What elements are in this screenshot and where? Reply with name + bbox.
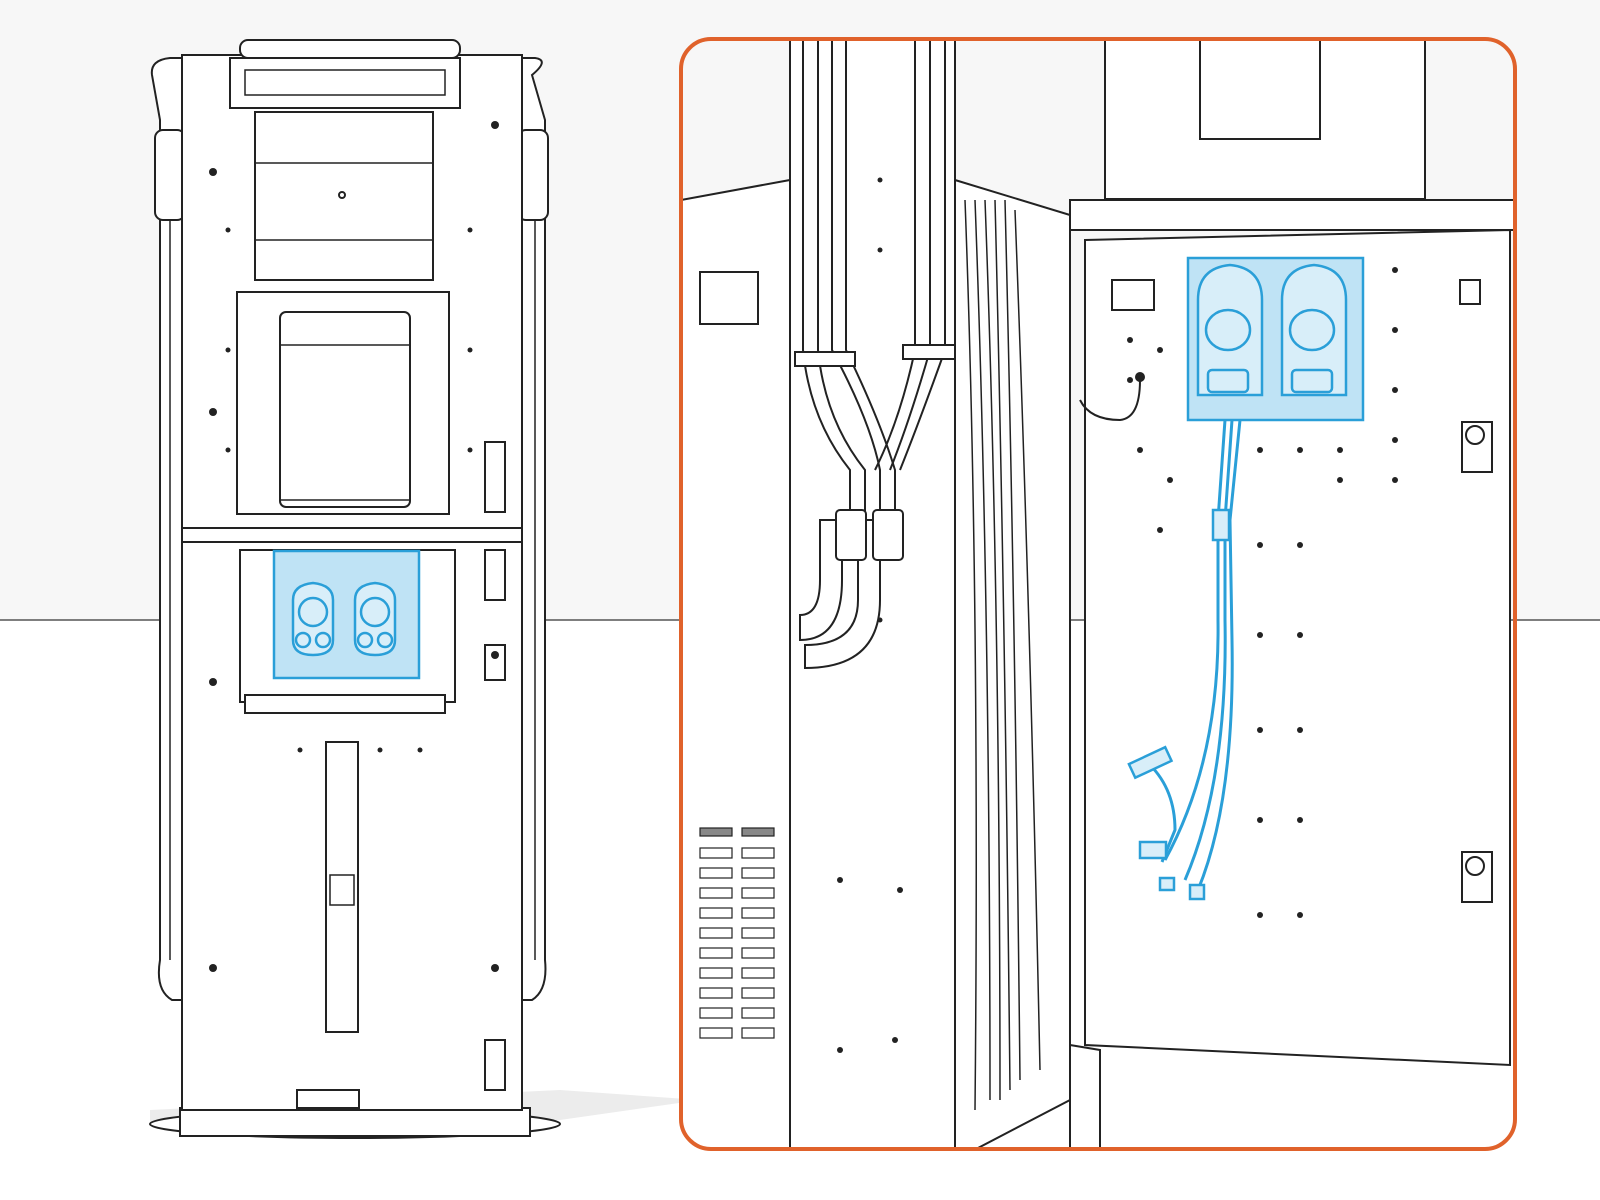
right-holster	[519, 57, 547, 1001]
door-latch-icon	[1461, 851, 1493, 903]
hinge-middle	[484, 549, 506, 601]
door-latch-icon	[1461, 421, 1493, 473]
hinge-bottom	[484, 1039, 506, 1091]
door-frame-bottom	[1069, 1043, 1101, 1149]
divider-rail	[181, 527, 523, 543]
left-handle	[154, 129, 186, 221]
hinge-lower	[484, 644, 506, 681]
inner-wall	[954, 178, 1071, 1149]
cable-clamp-right	[902, 344, 959, 360]
cable-harness-icon	[1127, 419, 1242, 901]
left-holster	[150, 57, 186, 1001]
internal-wiring	[964, 199, 1041, 1111]
door-bracket-left	[1111, 279, 1155, 311]
cable-clamp-left	[794, 351, 856, 367]
detail-view-frame	[679, 37, 1517, 1151]
bottom-handle	[296, 1089, 360, 1109]
hinge-upper	[484, 441, 506, 513]
detail-connector-holder-highlight	[1186, 256, 1365, 422]
detail-view	[681, 39, 1515, 1149]
connector-socket-icon	[1196, 263, 1264, 397]
ground-stud	[1135, 372, 1145, 382]
control-board	[1199, 39, 1321, 140]
upper-shelf	[1069, 199, 1515, 231]
open-door	[1084, 228, 1511, 1067]
connector-socket-icon	[291, 581, 335, 657]
conduit-left	[799, 519, 843, 642]
gland-left	[835, 509, 867, 561]
side-label	[699, 271, 759, 325]
front-fastener-holes	[209, 121, 499, 972]
door-fastener-holes	[837, 177, 1398, 1053]
gland-right	[872, 509, 904, 561]
ground-wire	[1079, 379, 1141, 422]
top-cap	[239, 39, 461, 59]
front-connector-holder-highlight	[272, 549, 421, 680]
connector-socket-icon	[353, 581, 397, 657]
door-bracket	[1459, 279, 1481, 305]
connector-shelf	[244, 694, 446, 714]
power-module	[279, 311, 411, 508]
connector-socket-icon	[1280, 263, 1348, 397]
vent-grille	[699, 827, 775, 1039]
base-plinth	[179, 1107, 531, 1137]
